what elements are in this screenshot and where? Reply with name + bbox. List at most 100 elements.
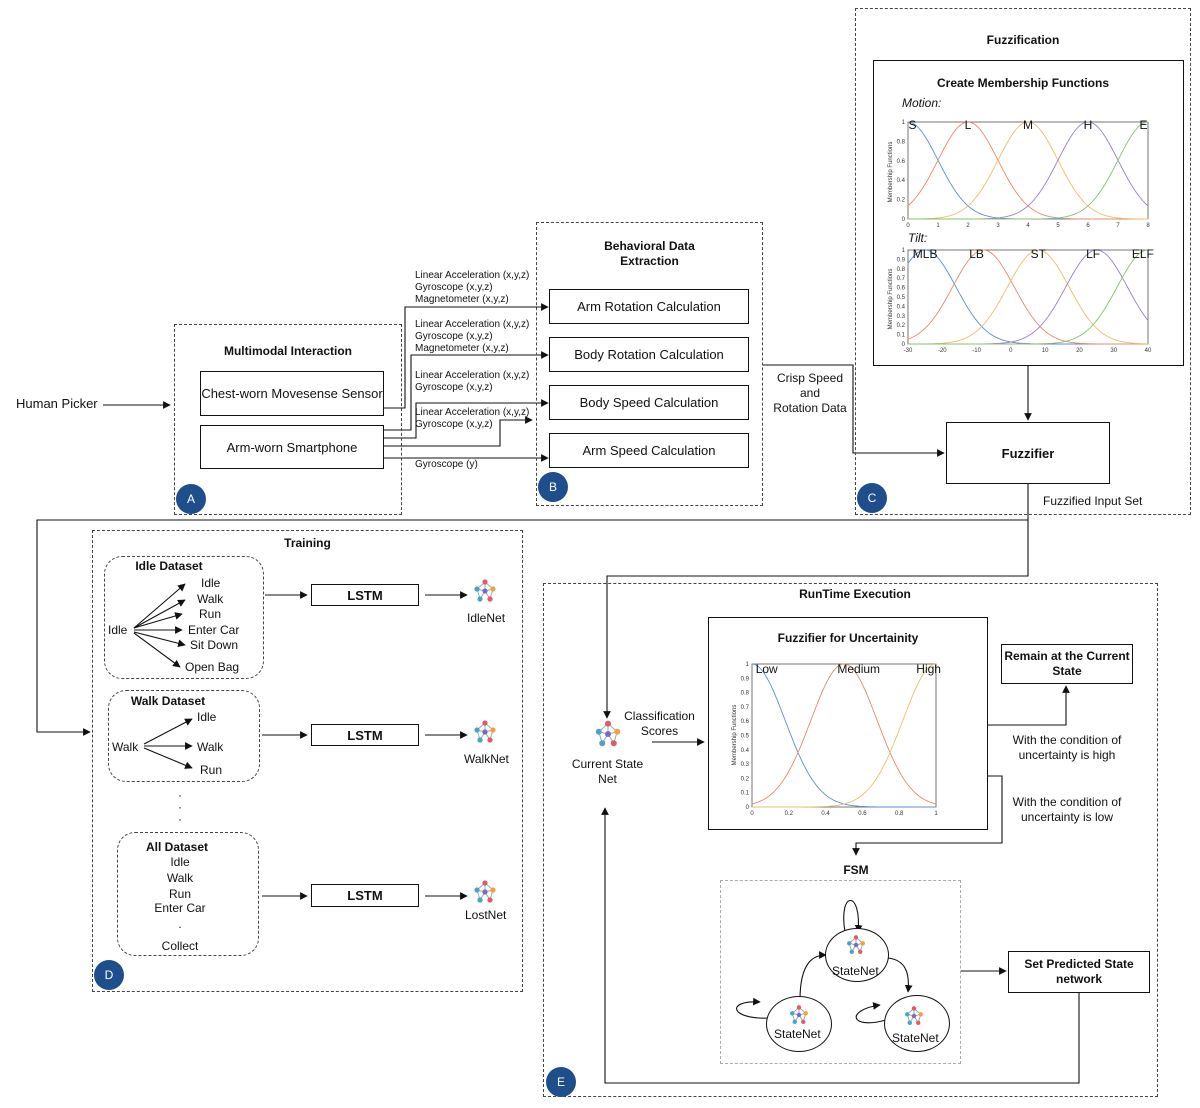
x-tick-label: 2 <box>966 223 970 229</box>
x-tick-label: 30 <box>1110 348 1117 354</box>
tilt-set-label: ST <box>1031 247 1047 261</box>
x-tick-label: 7 <box>1116 223 1120 229</box>
y-tick-label: 0.8 <box>741 691 750 697</box>
mf-curve-high <box>752 663 937 808</box>
x-tick-label: 5 <box>1056 223 1060 229</box>
x-tick-label: -30 <box>904 348 913 354</box>
walk-dataset-box <box>108 690 260 782</box>
crisp-label-line1: Crisp Speed <box>776 371 844 385</box>
x-tick-label: -10 <box>972 348 981 354</box>
y-tick-label: 0.6 <box>897 286 906 292</box>
signal-label: Gyroscope (x,y,z) <box>415 331 493 342</box>
y-tick-label: 0.8 <box>897 139 906 145</box>
fuzz-uncertainty-title: Fuzzifier for Uncertainity <box>777 631 919 645</box>
all-dataset-item: . <box>178 917 182 931</box>
all-dataset-item: Enter Car <box>154 901 206 915</box>
all-dataset-item: Idle <box>170 855 190 869</box>
lstm-box-walk: LSTM <box>311 724 419 746</box>
training-panel <box>92 530 523 992</box>
set-predicted-box: Set Predicted State network <box>1008 951 1150 993</box>
plot-frame <box>907 121 1149 220</box>
signal-label: Gyroscope (y) <box>415 459 478 470</box>
idle-net-label: IdleNet <box>467 611 506 625</box>
create-mf-title: Create Membership Functions <box>936 76 1110 90</box>
body-rotation-box: Body Rotation Calculation <box>549 337 749 372</box>
y-tick-label: 0.4 <box>897 178 906 184</box>
crisp-label-line2: and <box>799 386 821 400</box>
idle-dataset-title: Idle Dataset <box>135 559 203 573</box>
signal-label: Gyroscope (x,y,z) <box>415 419 493 430</box>
x-tick-label: 4 <box>1026 223 1030 229</box>
classification-label-line1: Classification <box>624 709 695 723</box>
behavioral-title-line1: Behavioral Data <box>604 239 695 253</box>
mf-curve-l <box>907 121 1148 220</box>
cond-low-line2: uncertainty is low <box>1020 810 1114 824</box>
remain-box: Remain at the Current State <box>1001 644 1133 684</box>
state-net-icon <box>905 1006 923 1025</box>
y-tick-label: 0.3 <box>741 762 750 768</box>
all-dataset-box <box>117 832 259 956</box>
signal-label: Magnetometer (x,y,z) <box>415 343 509 354</box>
tilt-set-label: LB <box>969 247 984 261</box>
badge-e: E <box>546 1067 576 1097</box>
arm-smartphone-box: Arm-worn Smartphone <box>200 425 384 469</box>
motion-label: Motion: <box>902 96 942 110</box>
fuzz-uncertainty-box <box>708 617 988 830</box>
uncertainty-set-label: Medium <box>837 662 880 676</box>
lost-net-icon <box>474 880 496 903</box>
motion-set-label: H <box>1084 118 1093 132</box>
motion-ylabel: Membership Functions <box>888 142 894 203</box>
mf-curve-m <box>908 121 1148 220</box>
tilt-set-label: ELF <box>1132 247 1154 261</box>
behavioral-title-line2: Extraction <box>620 254 679 268</box>
human-picker-label: Human Picker <box>16 396 98 411</box>
fsm-panel <box>720 880 961 1064</box>
current-state-net-icon <box>595 720 621 747</box>
signal-label: Gyroscope (x,y,z) <box>415 282 493 293</box>
state-net-label: StateNet <box>774 1027 821 1041</box>
uncertainty-ylabel: Membership Functions <box>732 705 738 766</box>
y-tick-label: 0.7 <box>741 705 750 711</box>
all-dataset-item: Collect <box>161 939 199 953</box>
badge-a: A <box>176 484 206 514</box>
motion-set-label: M <box>1023 118 1033 132</box>
walk-source-label: Walk <box>112 740 139 754</box>
training-title: Training <box>284 536 331 550</box>
y-tick-label: 0.4 <box>741 748 750 754</box>
idle-dataset-box <box>104 556 264 679</box>
y-tick-label: 0.1 <box>741 791 750 797</box>
y-tick-label: 0.6 <box>897 159 906 165</box>
y-tick-label: 0.2 <box>741 776 750 782</box>
y-tick-label: 0 <box>902 217 906 223</box>
mf-curve-medium <box>751 663 937 805</box>
walk-target: Run <box>200 763 223 777</box>
walk-net-label: WalkNet <box>464 752 509 766</box>
arm-rotation-box: Arm Rotation Calculation <box>549 289 749 324</box>
ellipsis-dots: ··· <box>178 788 182 826</box>
x-tick-label: 20 <box>1076 348 1083 354</box>
cond-high-line1: With the condition of <box>1012 733 1122 747</box>
tilt-set-label: MLB <box>913 247 938 261</box>
x-tick-label: 6 <box>1086 223 1090 229</box>
all-dataset-item: Walk <box>166 871 194 885</box>
current-state-label-line2: Net <box>598 772 617 786</box>
state-net-icon <box>790 1005 808 1024</box>
idle-net-icon <box>474 579 496 602</box>
motion-set-label: S <box>908 118 916 132</box>
x-tick-label: 40 <box>1145 348 1152 354</box>
y-tick-label: 0.8 <box>897 267 906 273</box>
y-tick-label: 0.4 <box>897 304 906 310</box>
signal-label: Linear Acceleration (x,y,z) <box>415 270 530 281</box>
fuzzifier-box: Fuzzifier <box>946 422 1110 484</box>
mf-curve-lb <box>907 249 1148 345</box>
signal-label: Gyroscope (x,y,z) <box>415 382 493 393</box>
x-tick-label: 8 <box>1146 223 1150 229</box>
x-tick-label: 0.2 <box>785 811 794 817</box>
state-net-label: StateNet <box>832 964 879 978</box>
walk-target: Walk <box>197 740 224 754</box>
y-tick-label: 0.3 <box>897 314 906 320</box>
membership-box <box>873 60 1184 366</box>
cond-high-line2: uncertainty is high <box>1018 748 1116 762</box>
